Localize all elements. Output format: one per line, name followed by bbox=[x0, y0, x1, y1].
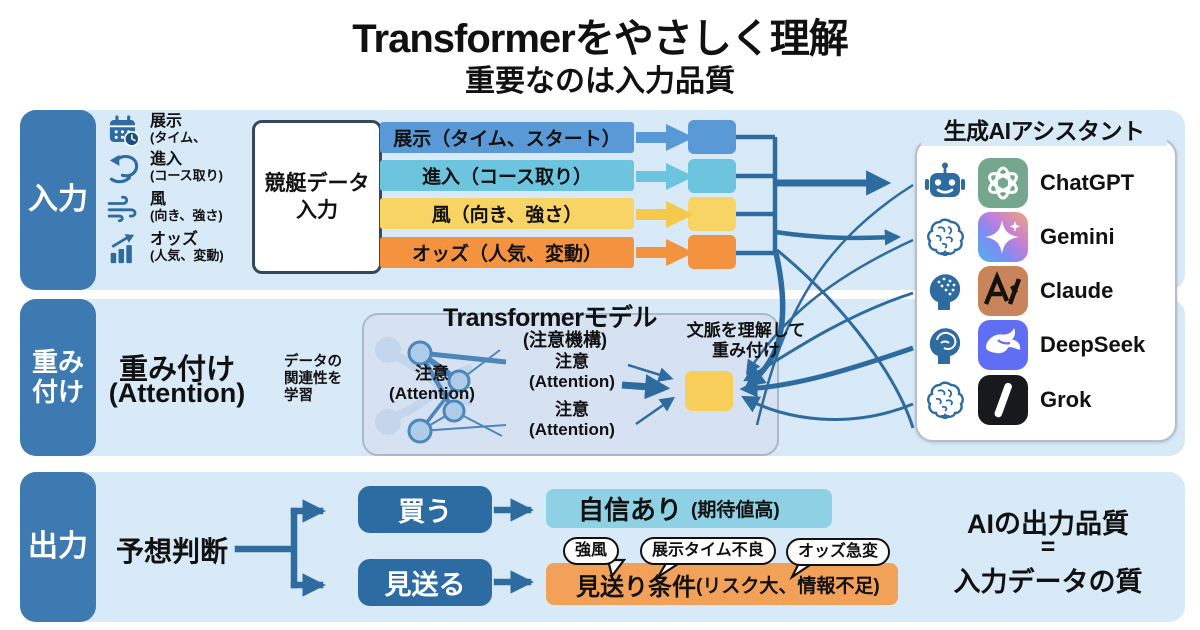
pass-condition-bar: 見送り条件 (リスク大、情報不足) bbox=[546, 563, 898, 605]
row-label-weighting: 重み付け bbox=[20, 299, 96, 456]
data-bar-odds: オッズ（人気、変動） bbox=[380, 237, 634, 268]
input-item-sub: (人気、変動) bbox=[150, 247, 224, 263]
input-item-title: 風 bbox=[150, 191, 167, 208]
prediction-decision-label: 予想判断 bbox=[115, 536, 228, 567]
input-item-sub: (タイム、 bbox=[150, 129, 207, 145]
gemini-star-logo bbox=[978, 212, 1028, 262]
weighting-note: データの 関連性を 学習 bbox=[284, 354, 342, 404]
brain-icon bbox=[922, 377, 968, 423]
robot-icon bbox=[922, 160, 968, 206]
input-item-exhibition: 展示 (タイム、 bbox=[106, 113, 206, 149]
page-title: Transformerをやさしく理解 bbox=[352, 17, 848, 61]
confidence-bar: 自信あり (期待値高) bbox=[546, 489, 832, 528]
bubble-odds-swing: オッズ急変 bbox=[786, 538, 891, 566]
bubble-strong-wind: 強風 bbox=[563, 537, 620, 565]
conclusion-equals: = bbox=[1040, 533, 1056, 561]
input-item-wind: 風 (向き、強さ) bbox=[106, 191, 223, 227]
assistant-name: Grok bbox=[1040, 387, 1092, 412]
curve-arrow-icon bbox=[106, 151, 142, 187]
input-item-title: オッズ bbox=[150, 231, 199, 248]
head-brain-icon bbox=[922, 322, 968, 368]
row-label-input: 入力 bbox=[20, 110, 96, 290]
confidence-sub: (期待値高) bbox=[691, 500, 780, 521]
row-label-output: 出力 bbox=[20, 472, 96, 622]
claude-a-logo bbox=[978, 266, 1028, 316]
race-data-box-line1: 競艇データ bbox=[264, 171, 370, 195]
pass-condition-label: 見送り条件 bbox=[576, 573, 696, 601]
calendar-clock-icon bbox=[106, 113, 142, 149]
assistant-name: Gemini bbox=[1040, 224, 1115, 249]
context-weighting-note: 文脈を理解して 重み付け bbox=[686, 321, 806, 361]
attention-label-bottom: 注意 (Attention) bbox=[529, 400, 615, 440]
page-subtitle: 重要なのは入力品質 bbox=[465, 65, 735, 98]
bubble-bad-exhibition-time: 展示タイム不良 bbox=[640, 537, 776, 565]
input-item-entry: 進入 (コース取り) bbox=[106, 151, 223, 187]
ai-panel-title: 生成AIアシスタント bbox=[921, 112, 1167, 146]
conclusion-line2: 入力データの質 bbox=[953, 567, 1143, 597]
pass-condition-sub: (リスク大、情報不足) bbox=[696, 575, 880, 597]
assistant-name: Claude bbox=[1040, 278, 1114, 303]
buy-button: 買う bbox=[358, 486, 492, 533]
conclusion-line1: AIの出力品質 bbox=[967, 509, 1129, 539]
chart-up-icon bbox=[106, 231, 142, 267]
attention-label-left: 注意 (Attention) bbox=[389, 364, 475, 404]
input-item-sub: (コース取り) bbox=[150, 167, 224, 183]
openai-logo bbox=[978, 158, 1028, 208]
race-data-input-box: 競艇データ 入力 bbox=[252, 120, 382, 274]
token-square-wind bbox=[688, 197, 736, 231]
weighting-heading: 重み付け bbox=[118, 354, 235, 386]
weighting-heading-sub: (Attention) bbox=[108, 378, 246, 408]
assistant-name: DeepSeek bbox=[1040, 332, 1146, 357]
token-square-odds bbox=[688, 235, 736, 269]
token-square-entry bbox=[688, 159, 736, 193]
pass-button: 見送る bbox=[358, 559, 492, 606]
assistant-name: ChatGPT bbox=[1040, 170, 1135, 195]
data-bar-wind: 風（向き、強さ） bbox=[380, 198, 634, 229]
data-bar-exhibition: 展示（タイム、スタート） bbox=[380, 122, 634, 153]
attention-label-mid: 注意 (Attention) bbox=[529, 352, 615, 392]
input-item-title: 進入 bbox=[150, 151, 183, 168]
weighted-token-box bbox=[685, 371, 733, 411]
deepseek-whale-logo bbox=[978, 320, 1028, 370]
input-item-odds: オッズ (人気、変動) bbox=[106, 231, 224, 267]
confidence-label: 自信あり bbox=[578, 495, 683, 525]
transformer-model-subtitle: (注意機構) bbox=[523, 330, 607, 350]
brain-icon bbox=[922, 214, 968, 260]
transformer-model-title: Transformerモデル bbox=[443, 304, 657, 332]
data-bar-entry: 進入（コース取り） bbox=[380, 160, 634, 191]
head-circuit-icon bbox=[922, 268, 968, 314]
race-data-box-line2: 入力 bbox=[296, 199, 338, 222]
input-item-title: 展示 bbox=[150, 113, 183, 130]
grok-slash-logo bbox=[978, 375, 1028, 425]
token-square-exhibition bbox=[688, 120, 736, 154]
input-item-sub: (向き、強さ) bbox=[150, 207, 223, 223]
wind-icon bbox=[106, 191, 142, 227]
